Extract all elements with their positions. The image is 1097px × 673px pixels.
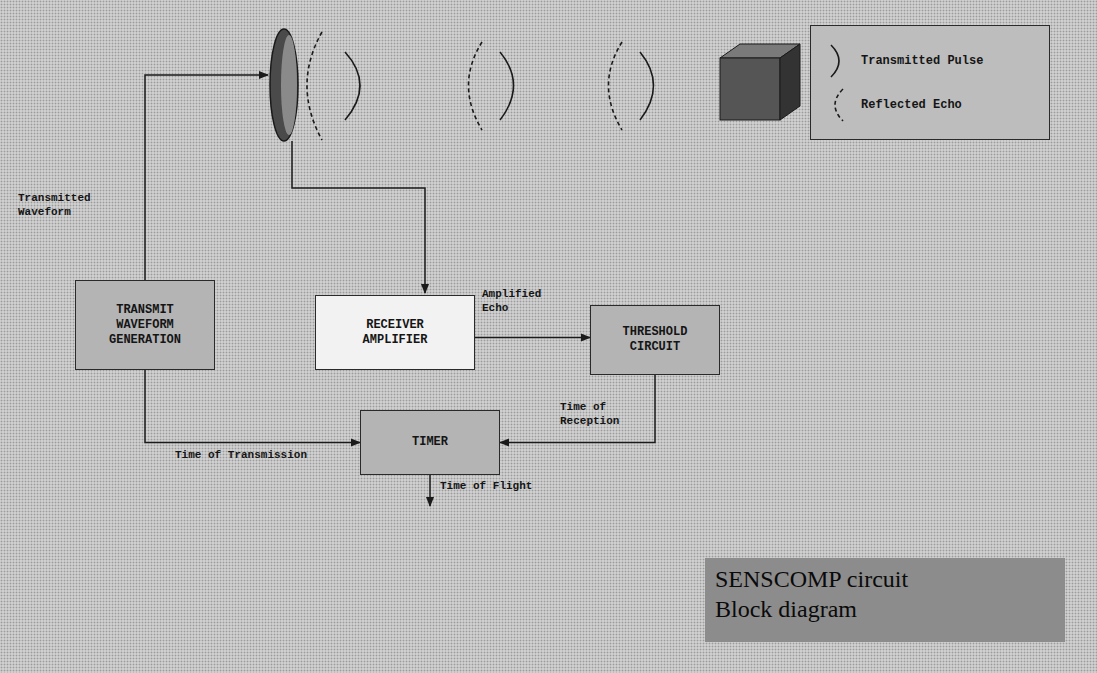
legend-label: Reflected Echo — [861, 98, 962, 112]
timer-box: TIMER — [360, 410, 500, 475]
box-label: THRESHOLD CIRCUIT — [613, 325, 697, 355]
title-box: SENSCOMP circuit Block diagram — [705, 558, 1065, 642]
box-label: RECEIVER AMPLIFIER — [353, 318, 437, 348]
legend-entry: Transmitted Pulse — [825, 39, 1049, 83]
signal-label: Amplified Echo — [482, 288, 554, 316]
legend-entry: Reflected Echo — [825, 83, 1049, 127]
legend-sample — [825, 86, 849, 124]
target-cube — [720, 44, 800, 120]
signal-label: Time of Flight — [440, 480, 580, 494]
signal-label: Transmitted Waveform — [18, 192, 100, 220]
generator-box: TRANSMIT WAVEFORM GENERATION — [75, 280, 215, 370]
transducer — [270, 29, 298, 141]
threshold-box: THRESHOLD CIRCUIT — [590, 305, 720, 375]
signal-label: Time of Transmission — [175, 449, 355, 463]
amplifier-box: RECEIVER AMPLIFIER — [315, 295, 475, 370]
legend-box: Transmitted PulseReflected Echo — [810, 25, 1050, 140]
signal-arrow — [500, 375, 655, 443]
signal-arrow — [475, 337, 590, 339]
legend-sample — [825, 42, 849, 80]
pulse-arcs — [307, 32, 654, 140]
diagram-title: SENSCOMP circuit Block diagram — [715, 564, 930, 624]
box-label: TRANSMIT WAVEFORM GENERATION — [99, 303, 191, 348]
signal-arrow — [145, 370, 360, 443]
legend-label: Transmitted Pulse — [861, 54, 983, 68]
pulse-arc — [831, 45, 839, 77]
echo-arc — [835, 89, 843, 121]
box-label: TIMER — [412, 435, 448, 450]
signal-label: Time of Reception — [560, 401, 636, 429]
